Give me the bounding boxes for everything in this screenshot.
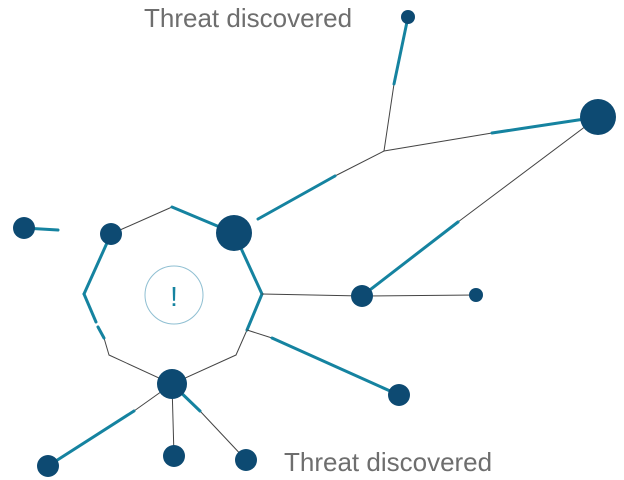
highlight-edge <box>392 15 410 86</box>
edge <box>246 329 273 339</box>
edge <box>334 150 385 177</box>
ring-edge <box>235 329 248 356</box>
node-ring-left[interactable] <box>100 223 122 245</box>
plain-edges <box>133 83 599 461</box>
edge <box>457 116 599 223</box>
ring-edge <box>110 206 173 235</box>
highlight-edge <box>46 409 136 468</box>
ring-highlight-edge <box>96 325 106 340</box>
node-mid-right[interactable] <box>351 285 373 307</box>
node-large-right[interactable] <box>580 99 616 135</box>
bottom-caption: Threat discovered <box>284 447 492 477</box>
node-bottom-right[interactable] <box>235 449 257 471</box>
highlight-edge <box>270 336 401 397</box>
edge <box>361 294 477 297</box>
edge <box>261 293 363 297</box>
node-lower-right[interactable] <box>388 384 410 406</box>
alert-symbol: ! <box>170 281 178 312</box>
alert-exclamation-icon: ! <box>144 265 204 325</box>
top-caption: Threat discovered <box>144 3 352 33</box>
edge <box>383 132 493 152</box>
node-ring-bottom[interactable] <box>157 369 187 399</box>
nodes <box>13 10 616 477</box>
ring-highlight-edge <box>245 292 264 332</box>
alert-ring <box>144 265 204 325</box>
node-bottom-center[interactable] <box>163 445 185 467</box>
node-small-top[interactable] <box>401 10 415 24</box>
edge <box>199 410 247 461</box>
node-bottom-left[interactable] <box>37 455 59 477</box>
node-ring-hub[interactable] <box>216 215 252 251</box>
node-small-right[interactable] <box>469 288 483 302</box>
ring-highlight-edge <box>82 292 98 324</box>
highlight-edge <box>360 220 460 298</box>
ring-edge <box>103 337 110 356</box>
node-left[interactable] <box>13 217 35 239</box>
highlight-edge <box>256 174 337 221</box>
edge <box>383 83 395 152</box>
highlight-edges <box>22 15 600 468</box>
